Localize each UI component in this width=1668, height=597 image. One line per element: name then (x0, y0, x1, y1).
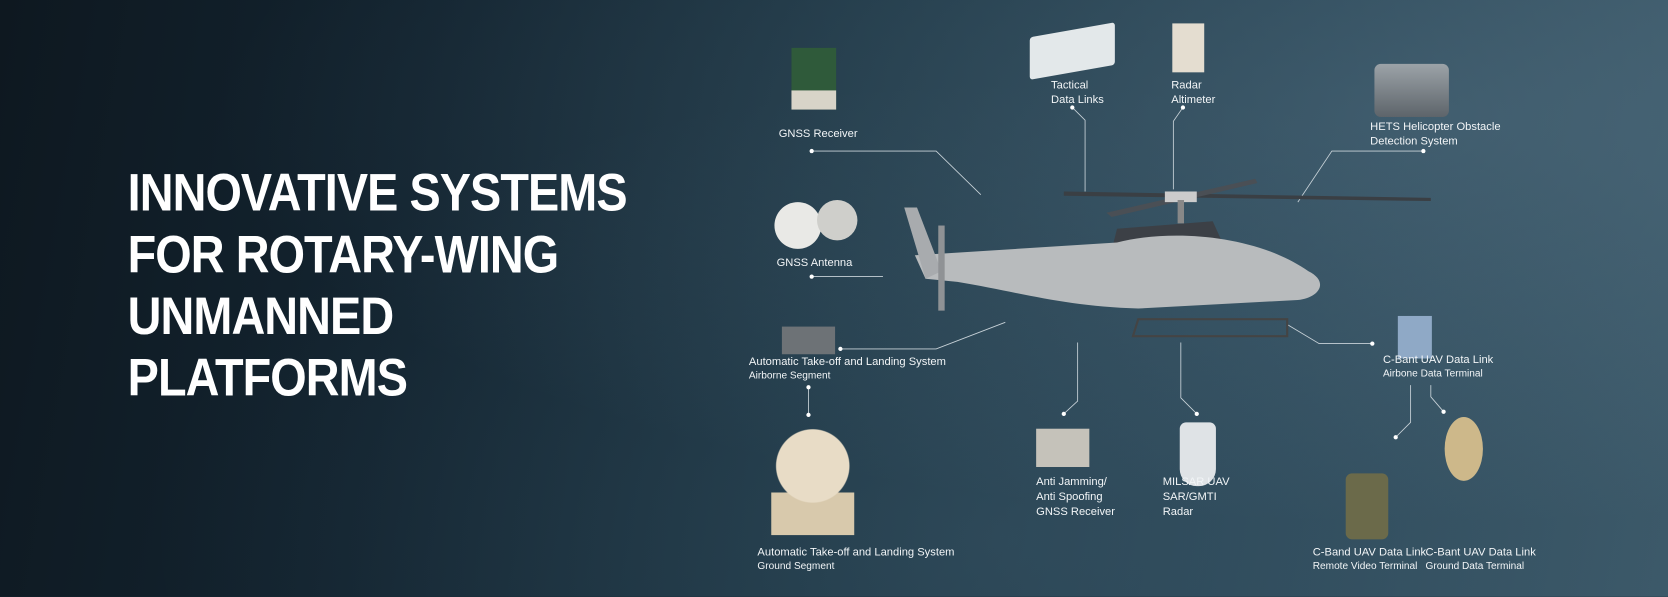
cbant-dish-image (1444, 417, 1483, 481)
label-text: SAR/GMTI (1162, 490, 1217, 504)
label-subtitle: Ground Data Terminal (1425, 560, 1525, 573)
label-subtitle: Airbone Data Terminal (1382, 368, 1483, 380)
hets-sensor-image (1374, 63, 1449, 118)
gnss-antenna-image (774, 202, 822, 249)
label-text: GNSS Receiver (1036, 505, 1115, 519)
label-text: HETS Helicopter Obstacle (1370, 120, 1501, 133)
headline-line: PLATFORMS (127, 347, 408, 408)
label-text: Detection System (1370, 135, 1458, 148)
gnss-antenna-image-2 (816, 199, 858, 241)
label-text: Altimeter (1171, 93, 1216, 107)
radar-altimeter-image (1172, 23, 1205, 73)
label-gnss-receiver: GNSS Receiver (779, 127, 858, 142)
label-gnss-antenna: GNSS Antenna (777, 255, 853, 270)
headline-line: UNMANNED (127, 286, 394, 346)
label-text: Radar (1171, 78, 1202, 92)
atols-airborne-image (781, 326, 836, 355)
headline-line: FOR ROTARY-WING (127, 224, 560, 285)
label-text: MILSAR UAV (1162, 475, 1230, 489)
headline: INNOVATIVE SYSTEMS FOR ROTARY-WING UNMAN… (127, 162, 628, 409)
label-text: Radar (1162, 505, 1194, 519)
helicopter-illustration (904, 178, 1431, 338)
label-subtitle: Remote Video Terminal (1312, 560, 1418, 573)
label-text: GNSS Antenna (776, 256, 853, 270)
label-text: Anti Jamming/ (1036, 475, 1107, 489)
label-text: Anti Spoofing (1036, 490, 1103, 504)
label-subtitle: Airborne Segment (748, 370, 831, 382)
atols-ground-image (771, 428, 855, 536)
label-title: Automatic Take-off and Landing System (748, 355, 946, 369)
label-text: Tactical (1051, 78, 1089, 92)
milsar-radar-image (1179, 422, 1216, 487)
gnss-receiver-image (791, 47, 837, 110)
label-title: C-Bant UAV Data Link (1382, 353, 1494, 366)
label-subtitle: Ground Segment (757, 560, 835, 573)
cband-backpack-image (1345, 473, 1389, 540)
cbant-airbone-image (1397, 315, 1432, 359)
anti-jamming-image (1036, 428, 1090, 468)
label-text: GNSS Receiver (778, 127, 858, 141)
headline-line: INNOVATIVE SYSTEMS (127, 162, 628, 223)
label-title: C-Bant UAV Data Link (1425, 545, 1536, 559)
label-text: Data Links (1051, 93, 1104, 107)
label-title: Automatic Take-off and Landing System (757, 545, 955, 559)
label-title: C-Band UAV Data Link (1312, 545, 1427, 559)
